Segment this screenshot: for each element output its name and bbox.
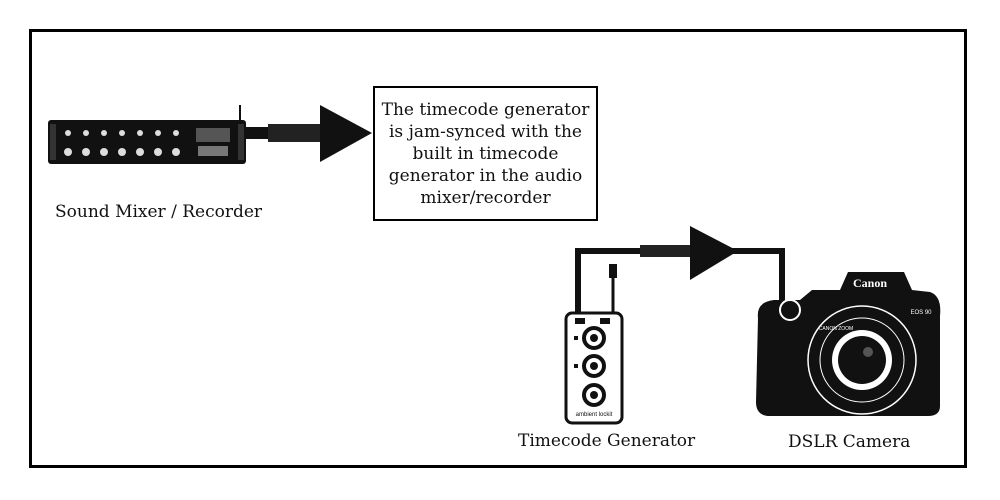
arrow-mixer-to-note: [246, 105, 372, 162]
camera-label: DSLR Camera: [788, 432, 911, 452]
camera-brand-text: Canon: [853, 276, 887, 290]
sound-mixer-icon: [48, 105, 246, 164]
dslr-camera-icon: Canon EOS 90 CANON ZOOM: [756, 272, 941, 416]
jam-sync-note-text: The timecode generator is jam-synced wit…: [381, 99, 590, 208]
timecode-generator-icon: ambient lockit: [564, 264, 624, 425]
generator-brand-text: ambient lockit: [576, 412, 613, 418]
camera-model-text: EOS 90: [910, 310, 932, 316]
generator-label: Timecode Generator: [518, 431, 696, 451]
jam-sync-note: The timecode generator is jam-synced wit…: [373, 86, 598, 221]
cable-generator-to-camera: [575, 226, 785, 318]
lens-brand-text: CANON ZOOM: [819, 326, 853, 332]
diagram-frame: [29, 29, 967, 468]
mixer-label: Sound Mixer / Recorder: [55, 202, 263, 222]
